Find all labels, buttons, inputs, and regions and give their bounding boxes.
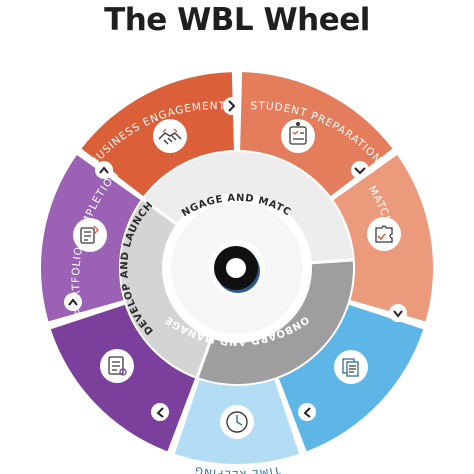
chevron-icon-4 — [298, 403, 316, 421]
portfolio-icon — [80, 225, 99, 244]
puzzle-icon — [375, 225, 393, 243]
svg-text:TIME KEEPING: TIME KEEPING — [193, 464, 282, 474]
phase-divider-2 — [195, 331, 216, 379]
icon-badge-matching — [367, 217, 401, 251]
chevron-icon-2 — [351, 161, 369, 179]
icon-badge-business-engagement — [153, 119, 187, 153]
wbl-logo-icon — [214, 246, 260, 293]
icon-badge-student-preparation — [281, 119, 315, 153]
evaluation-form-icon — [108, 356, 127, 376]
documents-icon — [342, 358, 359, 377]
chevron-icon-7 — [95, 161, 113, 179]
icon-badge-onboarding — [334, 350, 368, 384]
chevron-icon-3 — [389, 304, 407, 322]
phase-divider-3 — [141, 198, 183, 230]
icon-badge-time-keeping — [220, 405, 254, 439]
clock-icon — [226, 411, 248, 433]
checklist-icon — [289, 122, 307, 145]
chevron-icon-1 — [223, 97, 241, 115]
chevron-icon-5 — [151, 403, 169, 421]
handshake-icon — [158, 128, 182, 145]
segment-label-time-keeping: TIME KEEPING — [193, 464, 281, 474]
page-title: The WBL Wheel — [104, 2, 370, 38]
chevron-icon-6 — [64, 293, 82, 311]
icon-badge-evaluation — [100, 349, 134, 383]
phase-band-onboard — [197, 259, 353, 384]
icon-badge-portfolio-completion — [73, 218, 107, 252]
phase-divider-1 — [304, 258, 354, 265]
